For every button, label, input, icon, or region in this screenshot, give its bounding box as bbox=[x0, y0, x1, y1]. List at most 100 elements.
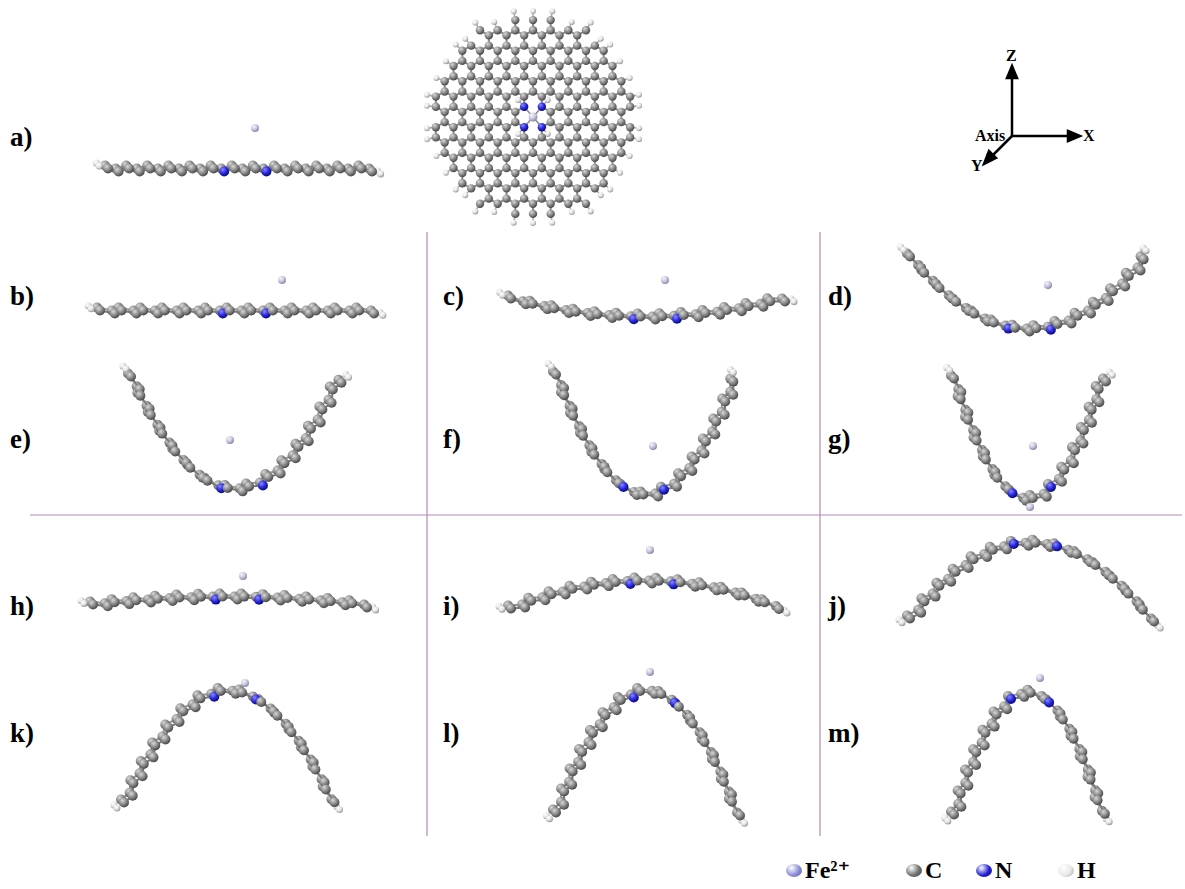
atom bbox=[1042, 492, 1052, 502]
atom bbox=[555, 31, 563, 39]
atom bbox=[467, 72, 475, 80]
atom bbox=[546, 47, 554, 55]
graphene-sheet bbox=[93, 124, 384, 177]
legend-swatch bbox=[906, 864, 922, 877]
atom bbox=[720, 410, 730, 420]
atom bbox=[1069, 734, 1079, 744]
atom bbox=[555, 62, 563, 70]
atom bbox=[578, 431, 588, 441]
atom bbox=[453, 186, 459, 192]
atom bbox=[636, 136, 642, 142]
atom bbox=[485, 154, 493, 162]
atom bbox=[181, 306, 191, 316]
atom bbox=[336, 806, 343, 813]
atom bbox=[321, 784, 331, 794]
atom bbox=[657, 311, 667, 321]
atom bbox=[1090, 560, 1100, 570]
atom bbox=[283, 167, 293, 177]
atom bbox=[905, 614, 915, 624]
atom bbox=[493, 26, 501, 34]
atom bbox=[626, 92, 634, 100]
atom bbox=[472, 20, 478, 26]
atom bbox=[588, 208, 594, 214]
axis-label: X bbox=[1083, 128, 1095, 144]
atom bbox=[511, 47, 519, 55]
atom bbox=[591, 103, 599, 111]
atom bbox=[632, 576, 642, 586]
atom bbox=[555, 72, 563, 80]
atom bbox=[310, 765, 320, 775]
atom bbox=[335, 164, 345, 174]
atom bbox=[599, 57, 607, 65]
atom bbox=[529, 26, 537, 34]
atom bbox=[289, 306, 299, 316]
atom bbox=[485, 133, 493, 141]
atom bbox=[679, 310, 689, 320]
atom bbox=[728, 377, 738, 387]
atom bbox=[476, 57, 484, 65]
atom bbox=[1106, 818, 1113, 825]
atom bbox=[569, 19, 575, 25]
atom bbox=[1078, 754, 1088, 764]
graphene-sheet bbox=[496, 276, 797, 324]
atom bbox=[549, 303, 559, 313]
atom bbox=[202, 476, 212, 486]
atom bbox=[530, 220, 536, 226]
atom bbox=[555, 92, 563, 100]
atom bbox=[110, 597, 120, 607]
atom bbox=[728, 390, 738, 400]
atom bbox=[956, 789, 966, 799]
atom bbox=[122, 366, 129, 373]
atom bbox=[458, 118, 466, 126]
atom bbox=[573, 123, 581, 131]
atom bbox=[476, 169, 484, 177]
atom bbox=[493, 138, 501, 146]
atom bbox=[225, 306, 235, 316]
atom bbox=[617, 149, 625, 157]
atom bbox=[608, 92, 616, 100]
atom bbox=[1044, 281, 1052, 289]
atom bbox=[520, 103, 528, 111]
legend-label: Fe²⁺ bbox=[805, 858, 850, 882]
graphene-top-view bbox=[424, 8, 642, 226]
atom bbox=[587, 740, 597, 750]
atom bbox=[690, 455, 700, 465]
atom bbox=[765, 296, 775, 306]
atom bbox=[325, 167, 335, 177]
atom bbox=[992, 473, 1002, 483]
atom bbox=[582, 26, 590, 34]
atom bbox=[329, 797, 339, 807]
atom bbox=[511, 149, 519, 157]
atom bbox=[591, 154, 599, 162]
legend-label: N bbox=[995, 858, 1012, 882]
atom bbox=[538, 103, 546, 111]
atom bbox=[1036, 674, 1044, 682]
atom bbox=[969, 554, 979, 564]
atom bbox=[485, 164, 493, 172]
atom bbox=[617, 87, 625, 95]
atom bbox=[564, 87, 572, 95]
atom bbox=[1101, 377, 1111, 387]
atom bbox=[538, 194, 546, 202]
atom bbox=[326, 596, 336, 606]
atom bbox=[573, 41, 581, 49]
atom bbox=[377, 170, 384, 177]
atom bbox=[538, 41, 546, 49]
atom bbox=[1044, 697, 1054, 707]
atom bbox=[424, 92, 430, 98]
atom bbox=[150, 740, 160, 750]
atom bbox=[440, 149, 448, 157]
atom bbox=[608, 103, 616, 111]
atom bbox=[564, 108, 572, 116]
atom bbox=[617, 170, 623, 176]
atom bbox=[564, 57, 572, 65]
atom bbox=[1069, 458, 1079, 468]
atom bbox=[117, 306, 127, 316]
atom bbox=[591, 41, 599, 49]
atom bbox=[992, 710, 1002, 720]
atom bbox=[1053, 319, 1063, 329]
atom bbox=[931, 592, 941, 602]
atom bbox=[1026, 688, 1036, 698]
atom bbox=[458, 77, 466, 85]
